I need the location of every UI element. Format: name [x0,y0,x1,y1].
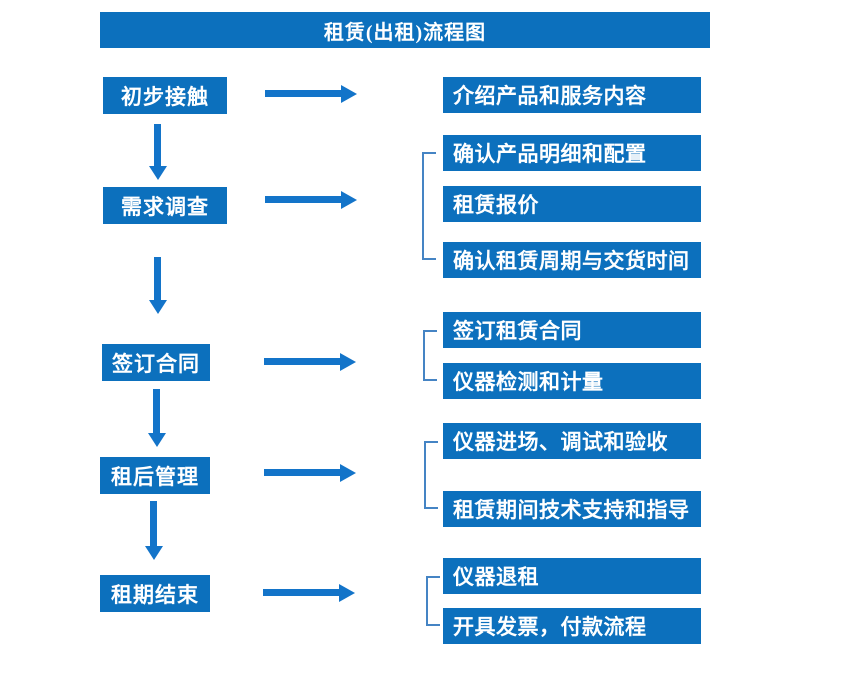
detail-box-instrument-entry: 仪器进场、调试和验收 [443,423,701,459]
right-arrow-5 [263,589,339,596]
right-arrow-2 [265,196,341,203]
right-arrow-4 [264,469,340,476]
stage-box-demand-survey: 需求调查 [103,187,227,224]
detail-box-confirm-product-details: 确认产品明细和配置 [443,135,701,171]
detail-box-sign-rental-contract: 签订租赁合同 [443,312,701,348]
stage-box-initial-contact: 初步接触 [103,77,227,114]
down-arrow-1 [154,124,161,166]
stage-box-sign-contract: 签订合同 [102,344,210,381]
stage-box-post-rental-management: 租后管理 [100,457,210,494]
down-arrow-3 [153,389,160,433]
detail-box-introduce-products: 介绍产品和服务内容 [443,77,701,113]
stage-box-rental-end: 租期结束 [100,575,210,612]
down-arrow-4 [150,501,157,546]
detail-box-technical-support: 租赁期间技术支持和指导 [443,491,701,527]
detail-box-rental-quote: 租赁报价 [443,186,701,222]
flowchart-title: 租赁(出租)流程图 [100,12,710,48]
detail-box-instrument-return: 仪器退租 [443,558,701,594]
right-arrow-3 [264,358,340,365]
down-arrow-2 [154,257,161,300]
bracket-rental-end [426,576,440,626]
bracket-sign-contract [423,330,437,381]
bracket-post-rental-management [424,441,438,509]
right-arrow-1 [265,90,341,97]
detail-box-instrument-testing: 仪器检测和计量 [443,363,701,399]
bracket-demand-survey [422,152,436,260]
detail-box-confirm-rental-period: 确认租赁周期与交货时间 [443,242,701,278]
detail-box-invoice-payment: 开具发票，付款流程 [443,608,701,644]
